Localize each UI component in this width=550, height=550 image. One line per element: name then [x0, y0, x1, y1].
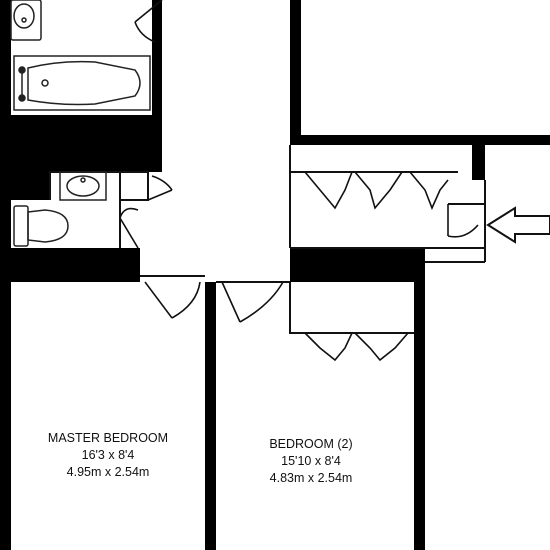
bath-basin-bowl [13, 3, 35, 29]
bedroom-2-label: BEDROOM (2) 15'10 x 8'4 4.83m x 2.54m [236, 436, 386, 487]
hall-bifold-2 [354, 171, 403, 210]
bathtub-tap-1 [18, 66, 26, 74]
living-left-wall [290, 0, 301, 145]
bedroom-top-wall-right [290, 248, 425, 282]
bath-door-arc [134, 21, 156, 43]
hall-cupboard [289, 145, 458, 173]
bath-basin-counter [10, 0, 42, 41]
master-door-leaf [144, 281, 173, 319]
entrance-arrow-shape [486, 206, 550, 244]
bathtub-rim [13, 55, 151, 111]
hall-right-wall [472, 145, 485, 180]
hall-bifold-1 [304, 171, 353, 210]
bedroom-divider-wall [205, 282, 216, 550]
arrow-left-icon [486, 206, 550, 244]
master-bedroom-metric: 4.95m x 2.54m [66, 465, 150, 479]
toilet-bowl [27, 209, 69, 243]
wc-cupboard-arc [151, 175, 173, 191]
bedroom-2-metric: 4.83m x 2.54m [269, 471, 353, 485]
wc-top-wall-stub [0, 168, 50, 200]
wc-basin-tap [80, 177, 86, 183]
wardrobe-outline [289, 282, 414, 334]
bathtub-basin [27, 60, 141, 106]
bath-basin-tap [21, 17, 27, 23]
bed2-door-arc [239, 281, 284, 323]
bathroom-right-wall [152, 0, 162, 172]
master-bedroom-imperial: 16'3 x 8'4 [81, 448, 135, 462]
hall-bifold-3 [409, 171, 449, 211]
bedroom-2-imperial: 15'10 x 8'4 [281, 454, 341, 468]
wardrobe-bifold-2 [354, 332, 409, 362]
toilet-cistern [13, 205, 29, 247]
bathtub-tap-2 [18, 94, 26, 102]
wc-door-arc [119, 207, 139, 219]
master-bedroom-name: MASTER BEDROOM [47, 431, 169, 445]
master-bedroom-label: MASTER BEDROOM 16'3 x 8'4 4.95m x 2.54m [28, 430, 188, 481]
living-bottom-wall [290, 135, 550, 145]
master-door-arc [171, 281, 201, 319]
wc-cupboard [120, 171, 149, 201]
thin-walls [49, 145, 486, 334]
fixtures [10, 0, 151, 247]
bath-door-leaf [134, 0, 163, 23]
bathroom-divider-wall [0, 115, 162, 172]
bed2-door-leaf [221, 281, 241, 323]
wc-cupboard-door [147, 189, 173, 201]
entrance-door-arc [447, 224, 479, 238]
wc-door-leaf [119, 217, 139, 249]
door-swings [119, 0, 479, 362]
wc-basin-counter [59, 171, 107, 201]
wardrobe-bifold-1 [304, 332, 353, 362]
bedroom2-right-wall [414, 282, 425, 550]
bedroom-2-name: BEDROOM (2) [269, 437, 353, 451]
wc-basin-bowl [66, 175, 100, 197]
bathtub-drain [41, 79, 49, 87]
bedroom-top-wall-left [0, 248, 140, 282]
